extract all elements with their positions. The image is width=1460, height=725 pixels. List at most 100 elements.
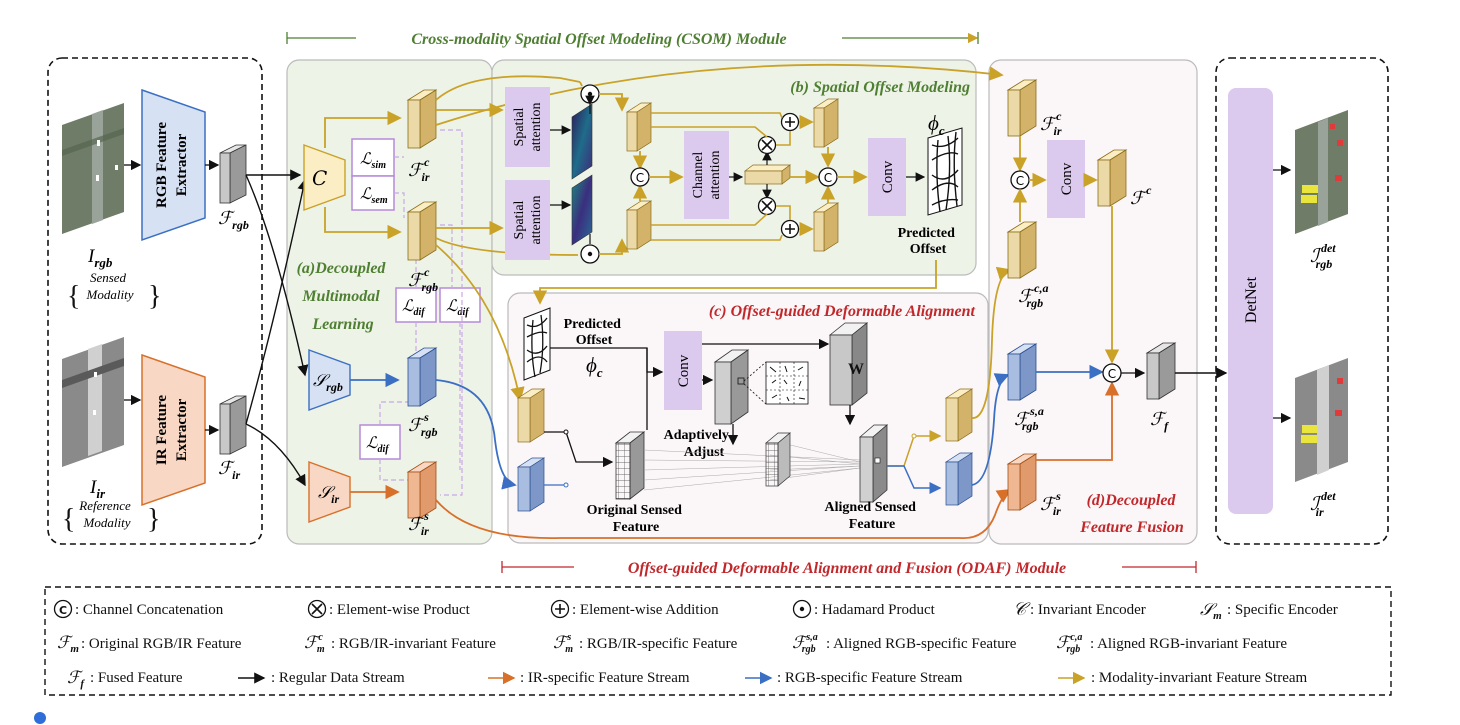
legend-box [44, 586, 1392, 696]
predicted-offset-label-b: Predicted Offset [898, 226, 959, 257]
w-feature-cube: W [828, 322, 869, 406]
ir-feature-extractor: IR Feature Extractor [141, 353, 206, 507]
output-panel [1215, 57, 1389, 545]
hadamard-top-icon [580, 84, 600, 104]
legend-fsa: : Aligned RGB-specific Feature [826, 636, 1017, 652]
rgb-input-image [62, 103, 124, 234]
concat-icon-d2: C [1102, 363, 1122, 383]
svg-text:C: C [636, 171, 644, 185]
f-ir-cube [219, 395, 247, 455]
aligned-inv-cube [944, 388, 974, 442]
legend-ir-stream: : IR-specific Feature Stream [520, 670, 690, 686]
ir-detection-image [1295, 358, 1348, 482]
svg-text:}: } [147, 504, 160, 535]
svg-text:Modality: Modality [86, 287, 134, 302]
f-ir-label: ℱir [218, 458, 240, 482]
legend: C : Channel Concatenation : Element-wise… [53, 599, 1338, 690]
legend-regular: : Regular Data Stream [271, 670, 405, 686]
svg-text:ℱcm: ℱcm [304, 632, 325, 655]
legend-invariant: : Invariant Encoder [1030, 602, 1146, 618]
loss-dif-box-1: ℒdif [395, 287, 437, 323]
loss-sim-box: ℒsim [351, 138, 395, 177]
svg-text:W: W [848, 361, 864, 378]
sampling-rays [643, 439, 861, 491]
legend-hadamard-icon [792, 599, 812, 619]
fs-ir-cube-d [1006, 453, 1038, 511]
section-d-title: (d)Decoupled Feature Fusion [1079, 492, 1184, 536]
f-rgb-label: ℱrgb [218, 208, 249, 232]
svg-text:Channel: Channel [691, 152, 706, 199]
sa-feature-top [625, 102, 653, 152]
concat-icon-b2: C [818, 167, 838, 187]
conv-block-b: Conv [868, 138, 906, 216]
legend-fca: : Aligned RGB-invariant Feature [1090, 636, 1287, 652]
loss-dif-box-2: ℒdif [439, 287, 481, 323]
sa-feature-bottom [625, 200, 653, 250]
reference-modality-label: { } Reference Modality [62, 498, 160, 535]
legend-concat: : Channel Concatenation [75, 602, 224, 618]
predicted-offset-label-c: Predicted Offset [564, 317, 625, 348]
svg-text:DetNet: DetNet [1243, 276, 1260, 323]
offset-field-b [927, 127, 963, 216]
svg-text:Extractor: Extractor [174, 398, 190, 461]
product-icon-top [757, 135, 777, 155]
svg-text:Spatial: Spatial [512, 107, 527, 146]
specific-encoder-rgb: 𝒮rgb [308, 348, 351, 412]
legend-addition: : Element-wise Addition [572, 602, 719, 618]
section-b-title: (b) Spatial Offset Modeling [790, 79, 970, 96]
input-panel [47, 57, 263, 545]
loss-dif-box-3: ℒdif [359, 424, 401, 460]
legend-product-icon [307, 599, 327, 619]
page-dot [34, 712, 46, 724]
fs-ir-cube [406, 461, 438, 519]
csom-title: Cross-modality Spatial Offset Modeling (… [411, 31, 786, 48]
addition-icon-top [780, 112, 800, 132]
attention-map-top [571, 103, 593, 180]
spatial-attention-bottom: Spatial attention [505, 180, 550, 260]
svg-text:Reference: Reference [78, 498, 131, 513]
svg-text:C: C [1016, 174, 1024, 188]
svg-text:ℱm: ℱm [57, 633, 79, 655]
product-icon-bottom [757, 196, 777, 216]
svg-text:attention: attention [708, 151, 723, 200]
kernel-feature [713, 349, 750, 425]
svg-text:RGB Feature: RGB Feature [154, 122, 170, 208]
svg-text:Sensed: Sensed [90, 270, 127, 285]
enhanced-feature-bottom [812, 202, 840, 252]
legend-ff: : Fused Feature [90, 670, 183, 686]
loss-sem-box: ℒsem [351, 175, 395, 211]
section-c-title: (c) Offset-guided Deformable Alignment [709, 303, 976, 320]
invariant-encoder: C [303, 143, 346, 212]
svg-text:C: C [1108, 367, 1116, 381]
csom-title-bracket: Cross-modality Spatial Offset Modeling (… [286, 31, 979, 48]
offset-grid-icon [765, 361, 809, 405]
original-sensed-label: Original Sensed Feature [587, 503, 686, 535]
aligned-sensed-feature [858, 424, 889, 503]
svg-text:ℱsm: ℱsm [553, 632, 573, 655]
rgb-input-label: Irgb [87, 246, 113, 270]
sampled-grid [765, 432, 791, 487]
conv-block-c: Conv [664, 331, 702, 410]
svg-text:attention: attention [529, 103, 544, 152]
legend-fmc: : RGB/IR-invariant Feature [331, 636, 496, 652]
svg-text:𝒮m: 𝒮m [1200, 600, 1222, 622]
addition-icon-bottom [780, 219, 800, 239]
svg-text:C: C [59, 604, 67, 617]
concat-icon-b1: C [630, 167, 650, 187]
fca-rgb-cube [1006, 221, 1038, 279]
adaptively-adjust-label: Adaptively Adjust [664, 428, 733, 460]
fc-ir-cube-d [1006, 79, 1038, 137]
legend-fms: : RGB/IR-specific Feature [579, 636, 738, 652]
f-rgb-cube [219, 144, 247, 204]
legend-product: : Element-wise Product [329, 602, 471, 618]
specific-encoder-ir: 𝒮ir [308, 460, 351, 524]
fs-rgb-cube [406, 347, 438, 407]
svg-text:Conv: Conv [676, 354, 692, 387]
svg-text:C: C [824, 171, 832, 185]
